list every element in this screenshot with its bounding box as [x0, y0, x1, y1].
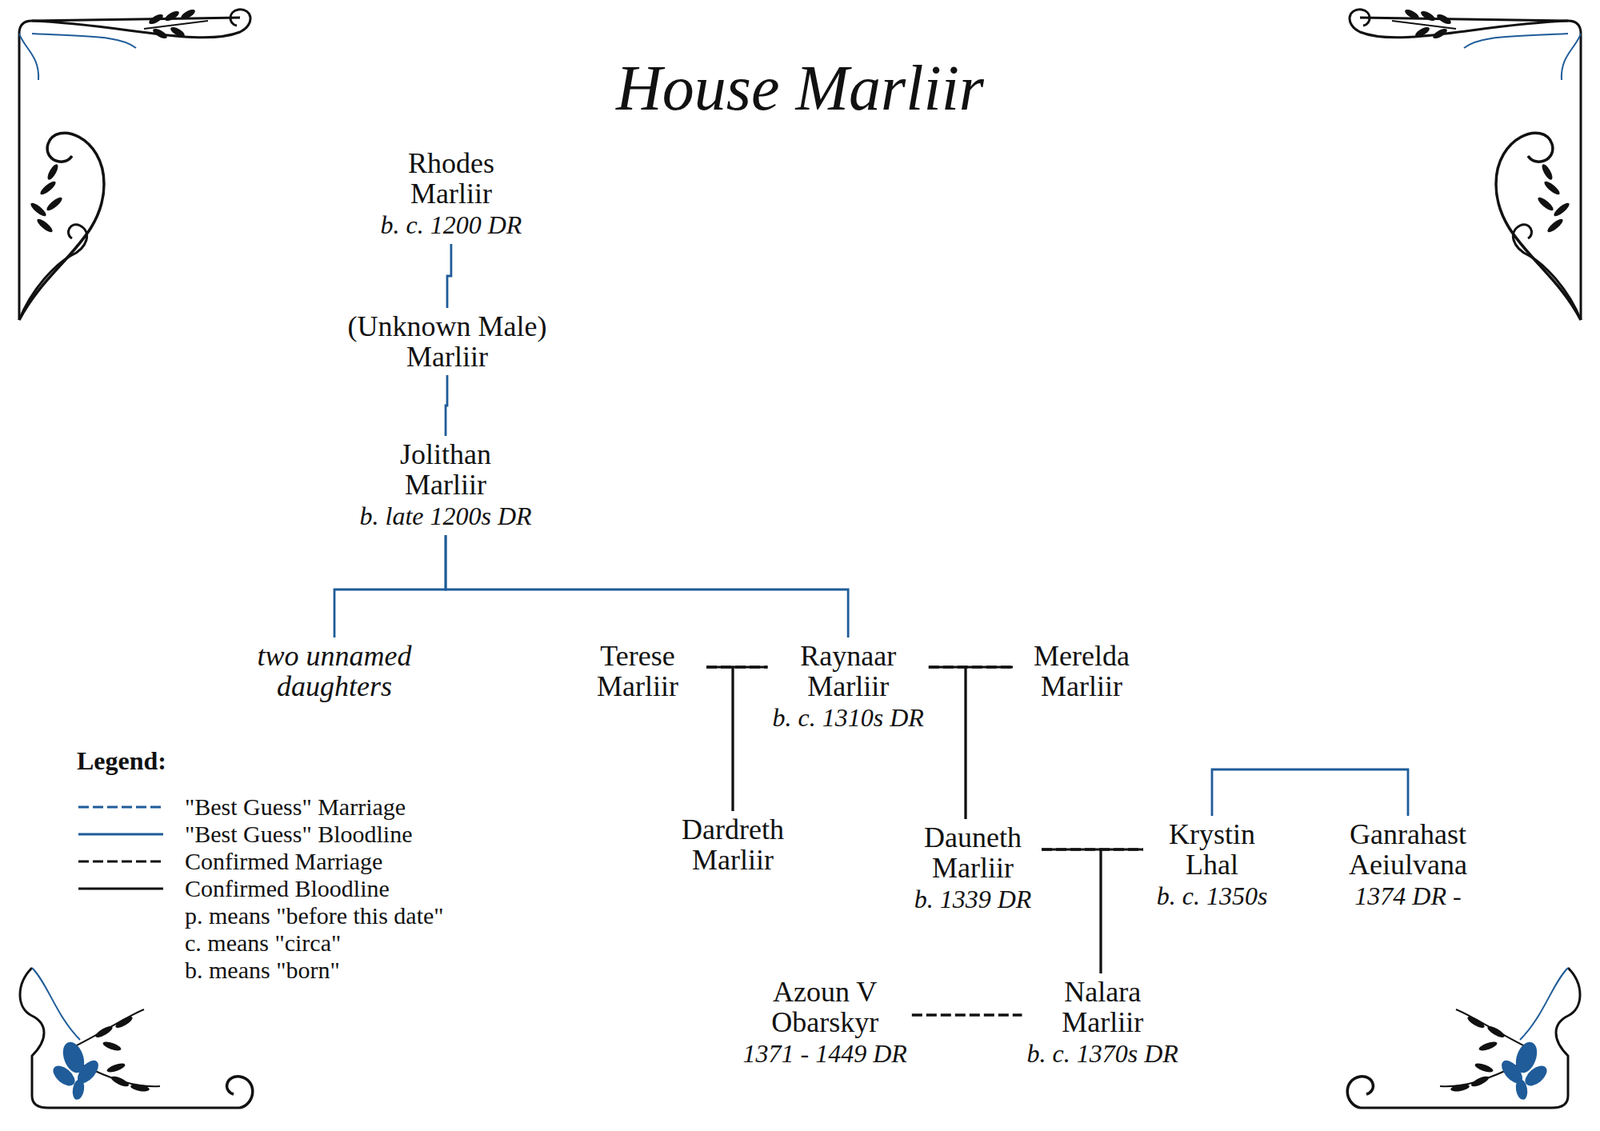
life-dates: b. c. 1310s DR	[772, 701, 924, 734]
person-entry: Krystin Lhalb. c. 1350s	[1143, 816, 1281, 916]
life-dates: b. 1339 DR	[908, 883, 1037, 916]
bloodline	[447, 244, 452, 308]
legend-box: Legend: "Best Guess" Marriage"Best Guess"…	[76, 744, 444, 984]
legend-note: p. means "before this date"	[184, 902, 444, 930]
person-name: Dauneth Marliir	[908, 822, 1037, 884]
bloodline	[965, 667, 1013, 820]
legend-row: "Best Guess" Marriage	[76, 793, 444, 821]
legend-heading: Legend:	[76, 744, 444, 778]
legend-swatch	[76, 880, 165, 897]
legend-swatch	[76, 853, 165, 870]
person-name: Rhodes Marliir	[387, 148, 516, 209]
legend-swatch	[76, 799, 165, 816]
person-entry: Merelda Marliir	[1012, 637, 1151, 705]
person-entry: Raynaar Marliirb. c. 1310s DR	[768, 637, 929, 737]
life-dates: b. c. 1350s	[1148, 880, 1276, 912]
person-name: Ganrahast Aeiulvana	[1344, 819, 1472, 880]
person-entry: Rhodes Marliirb. c. 1200 DR	[376, 144, 528, 244]
diagram-title: House Marliir	[0, 49, 1600, 127]
bloodline	[732, 667, 768, 812]
legend-text: "Best Guess" Marriage	[184, 793, 406, 821]
legend-swatch	[76, 826, 165, 843]
person-name: Jolithan Marliir	[381, 439, 510, 500]
bloodline	[1100, 849, 1144, 974]
legend-row: Confirmed Marriage	[76, 848, 444, 876]
bloodline	[1212, 769, 1408, 816]
person-name: (Unknown Male) Marliir	[339, 311, 556, 372]
person-name: Terese Marliir	[573, 640, 702, 702]
life-dates: b. c. 1370s DR	[1027, 1037, 1179, 1070]
legend-note: c. means "circa"	[184, 929, 444, 957]
person-entry: Ganrahast Aeiulvana1374 DR -	[1339, 816, 1477, 916]
legend-text: Confirmed Bloodline	[184, 875, 390, 903]
legend-row: "Best Guess" Bloodline	[76, 820, 444, 848]
person-entry: (Unknown Male) Marliir	[334, 308, 560, 376]
corner-ornament	[1347, 968, 1580, 1108]
person-name: Dardreth Marliir	[668, 814, 797, 876]
bloodline	[445, 375, 448, 436]
bloodline	[334, 535, 446, 638]
person-entry: two unnamed daughters	[221, 637, 448, 705]
person-entry: Jolithan Marliirb. late 1200s DR	[355, 436, 537, 536]
legend-text: Confirmed Marriage	[184, 848, 383, 876]
bloodline	[706, 667, 733, 812]
person-entry: Nalara Marliirb. c. 1370s DR	[1022, 973, 1184, 1073]
person-entry: Terese Marliir	[568, 637, 707, 705]
person-name: Azoun V Obarskyr	[760, 976, 889, 1038]
life-dates: 1371 - 1449 DR	[743, 1037, 908, 1070]
life-dates: b. late 1200s DR	[360, 500, 532, 532]
corner-ornament	[1349, 8, 1581, 320]
corner-ornament	[20, 968, 253, 1108]
person-entry: Dardreth Marliir	[664, 811, 802, 879]
person-name: Nalara Marliir	[1038, 976, 1167, 1038]
legend-note: b. means "born"	[184, 956, 444, 984]
person-entry: Dauneth Marliirb. 1339 DR	[904, 819, 1042, 919]
marriage-line	[912, 1013, 1023, 1017]
legend-row: Confirmed Bloodline	[76, 875, 444, 903]
legend-text: "Best Guess" Bloodline	[184, 820, 413, 848]
life-dates: b. c. 1200 DR	[380, 208, 523, 241]
bloodline	[928, 667, 966, 820]
life-dates: 1374 DR -	[1344, 880, 1472, 912]
person-entry: Azoun V Obarskyr1371 - 1449 DR	[738, 973, 912, 1073]
corner-ornament	[19, 8, 251, 320]
bloodline	[445, 535, 848, 638]
person-name: two unnamed daughters	[226, 640, 443, 702]
person-name: Merelda Marliir	[1017, 640, 1146, 702]
bloodline	[1041, 849, 1101, 974]
person-name: Raynaar Marliir	[784, 640, 912, 702]
person-name: Krystin Lhal	[1148, 819, 1276, 880]
